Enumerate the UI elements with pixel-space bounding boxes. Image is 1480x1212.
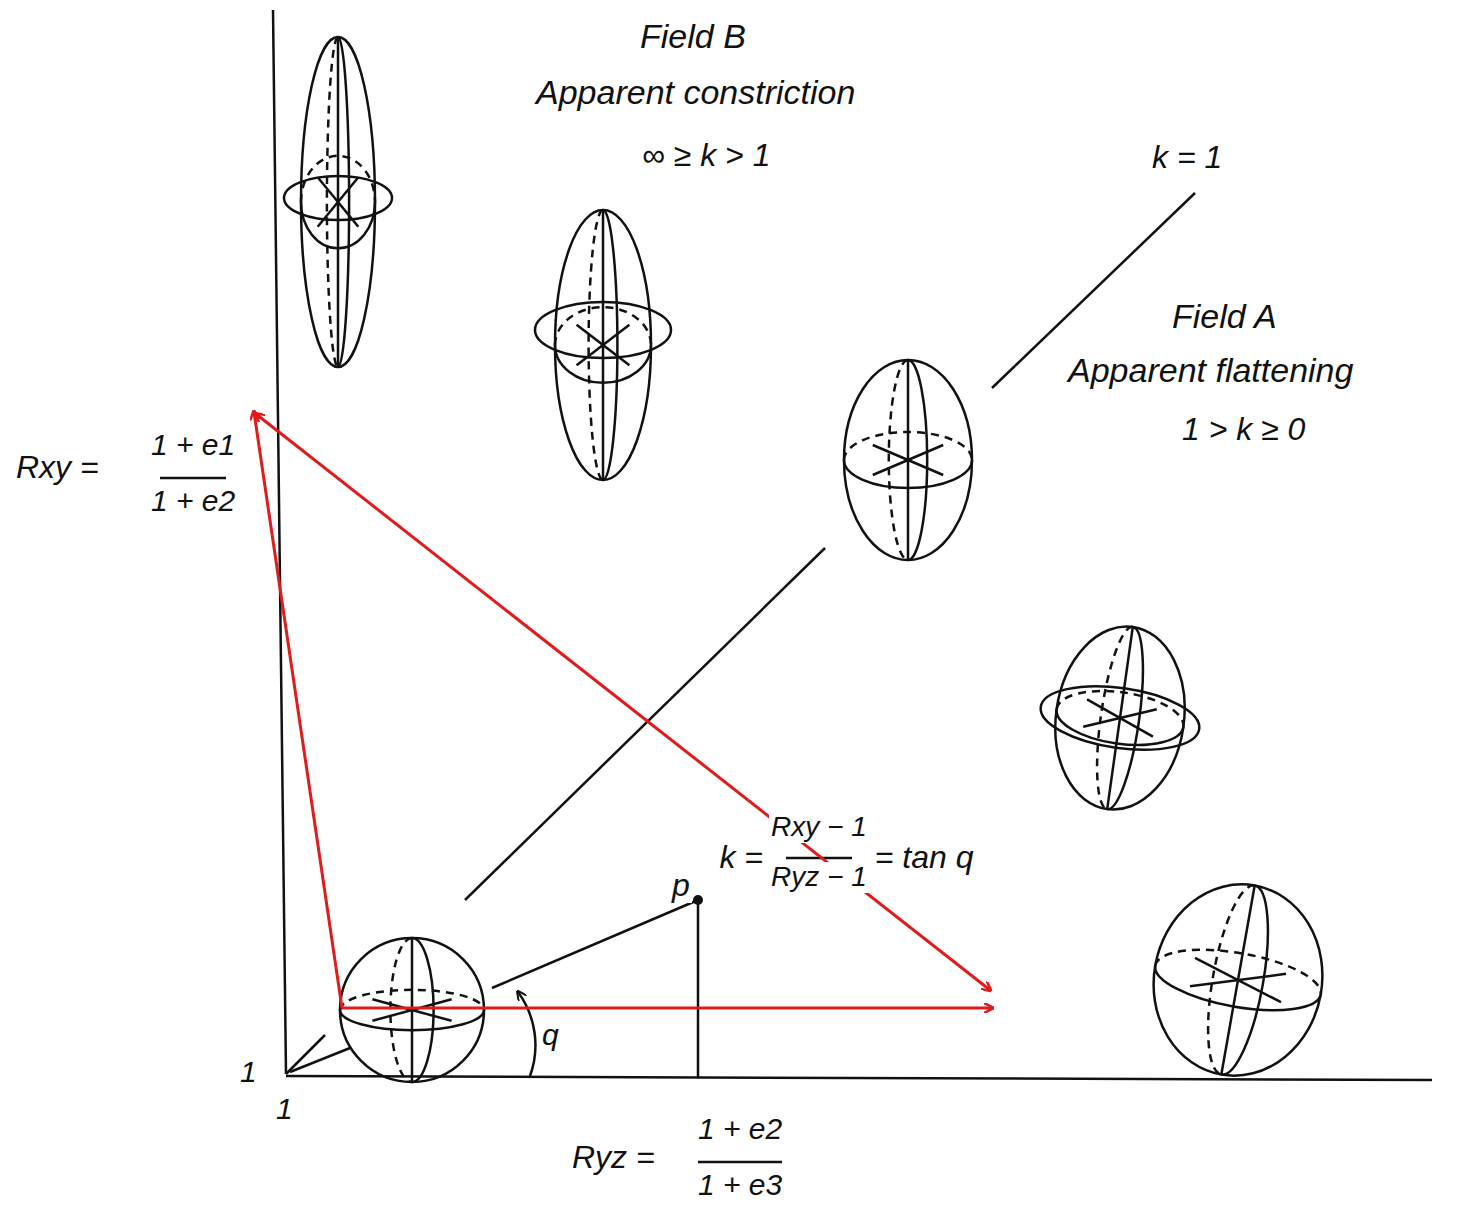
axis-tick: 1 (274, 1092, 295, 1125)
fraction-denominator: Ryz − 1 (769, 862, 869, 893)
formula-label: = tan q (873, 840, 976, 875)
k-line-label: k = 1 (1150, 140, 1224, 175)
field-name: Field B (638, 18, 748, 55)
axis-label: Ryz = (570, 1140, 657, 1175)
field-description: Apparent flattening (1066, 352, 1355, 389)
point-label: p (670, 868, 692, 903)
axis-label: Rxy = (14, 450, 101, 485)
field-description: Apparent constriction (534, 74, 857, 111)
fraction-denominator: 1 + e2 (149, 484, 237, 517)
field-name: Field A (1170, 298, 1279, 335)
ellipsoid-figures (284, 37, 1337, 1089)
formula-label: k = (717, 840, 765, 875)
fraction-numerator: Rxy − 1 (769, 812, 869, 843)
k-range: ∞ ≥ k > 1 (640, 138, 772, 173)
k-range: 1 > k ≥ 0 (1180, 412, 1307, 447)
fraction-numerator: 1 + e2 (696, 1112, 784, 1145)
fraction-numerator: 1 + e1 (149, 428, 237, 461)
axis-tick: 1 (238, 1055, 259, 1088)
fraction-denominator: 1 + e3 (696, 1168, 784, 1201)
angle-label: q (540, 1018, 561, 1051)
red-arrows (254, 412, 992, 1008)
